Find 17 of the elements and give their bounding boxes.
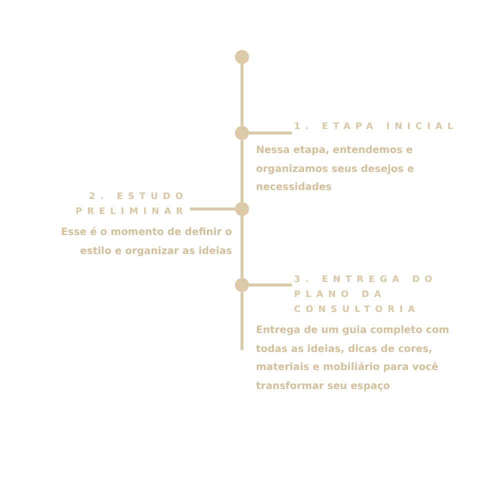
timeline-line [240,292,244,350]
timeline-line [240,64,244,126]
step-heading: 1. ETAPA INICIAL [294,120,494,135]
step-description: Esse é o momento de definir o estilo e organizar as ideias [60,226,232,258]
timeline-dot [235,202,249,216]
step-heading: 3. ENTREGA DO PLANO DA CONSULTORIA [294,273,459,318]
timeline-line [240,140,244,202]
timeline-dot [235,278,249,292]
step-description: Entrega de um guia completo com todas as ideias, dicas de cores, materiais e mobiliário para você transformar seu espaço [256,324,450,394]
timeline-line [240,216,244,278]
timeline-line [249,284,292,286]
timeline-dot [235,50,249,64]
step-description: Nessa etapa, entendemos e organizamos seus desejos e necessidades [256,144,416,195]
timeline-line [190,208,235,210]
timeline-dot [235,126,249,140]
step-heading: 2. ESTUDO PRELIMINAR [40,190,188,220]
timeline-line [249,132,292,134]
